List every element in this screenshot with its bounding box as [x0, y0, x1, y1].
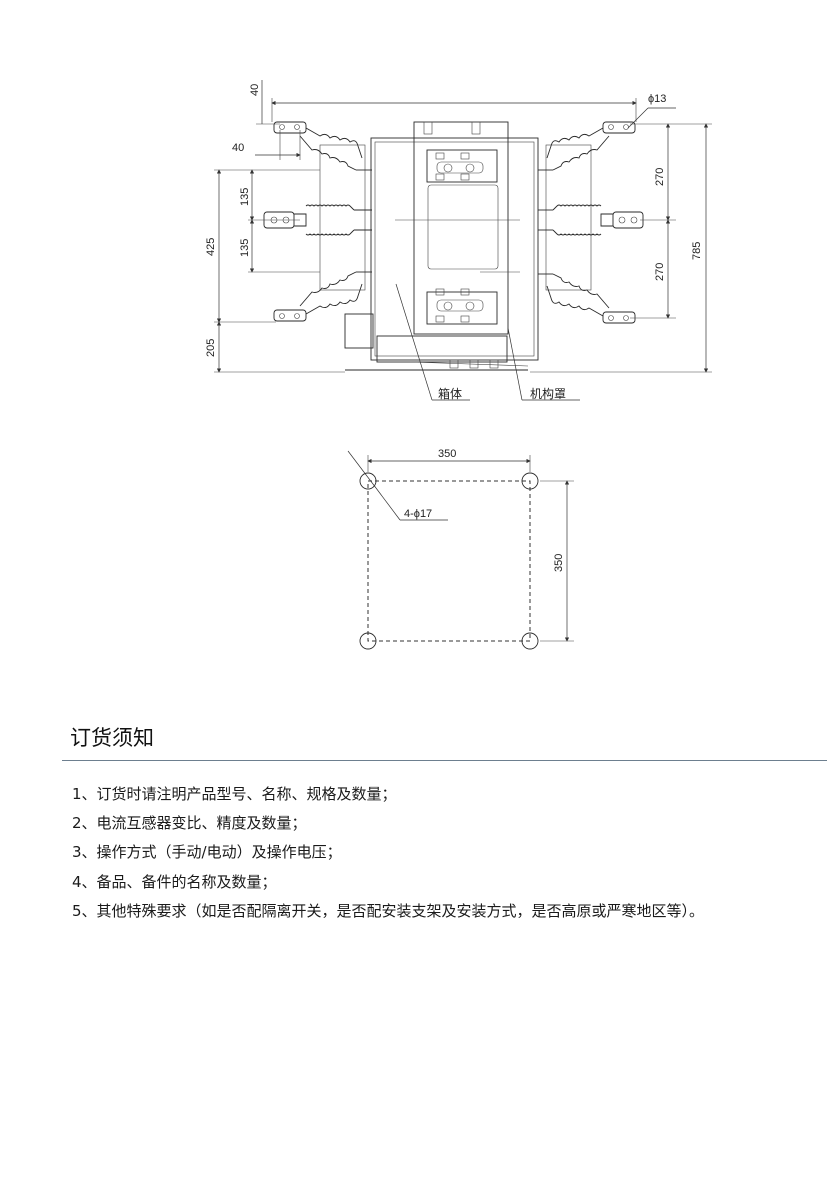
note-item: 4、备品、备件的名称及数量； [72, 872, 277, 891]
mount-height-label: 350 [553, 554, 565, 572]
breaker-body [319, 121, 592, 371]
note-item: 1、订货时请注明产品型号、名称、规格及数量； [72, 785, 397, 803]
dimension-lines [214, 80, 712, 401]
ordering-notes: 1、订货时请注明产品型号、名称、规格及数量； 2、电流互感器变比、精度及数量； … [72, 780, 704, 926]
dim-40-offset: 40 [232, 142, 244, 154]
technical-drawing: 40 40 ϕ13 135 135 425 205 270 270 785 箱体… [205, 80, 712, 650]
dim-135-upper: 135 [239, 188, 251, 206]
mounting-layout [347, 450, 574, 650]
note-item: 2、电流互感器变比、精度及数量； [72, 814, 307, 833]
label-mechanism-cover: 机构罩 [530, 386, 566, 401]
dim-205: 205 [205, 339, 217, 357]
dim-40-top: 40 [249, 84, 261, 96]
section-divider [62, 760, 827, 761]
label-box: 箱体 [438, 386, 462, 401]
mount-width-label: 350 [438, 448, 456, 460]
right-insulators [538, 121, 644, 324]
mount-holes-label: 4-ϕ17 [404, 508, 432, 520]
section-title: 订货须知 [70, 726, 154, 750]
dim-270-lower: 270 [654, 263, 666, 281]
note-item: 3、操作方式（手动/电动）及操作电压； [72, 843, 342, 862]
dim-425: 425 [205, 238, 217, 256]
dim-270-upper: 270 [654, 168, 666, 186]
dim-135-lower: 135 [239, 239, 251, 257]
dim-785: 785 [691, 242, 703, 260]
note-item: 5、其他特殊要求（如是否配隔离开关，是否配安装支架及安装方式，是否高原或严寒地区… [72, 901, 705, 920]
dim-phi13: ϕ13 [648, 93, 666, 105]
